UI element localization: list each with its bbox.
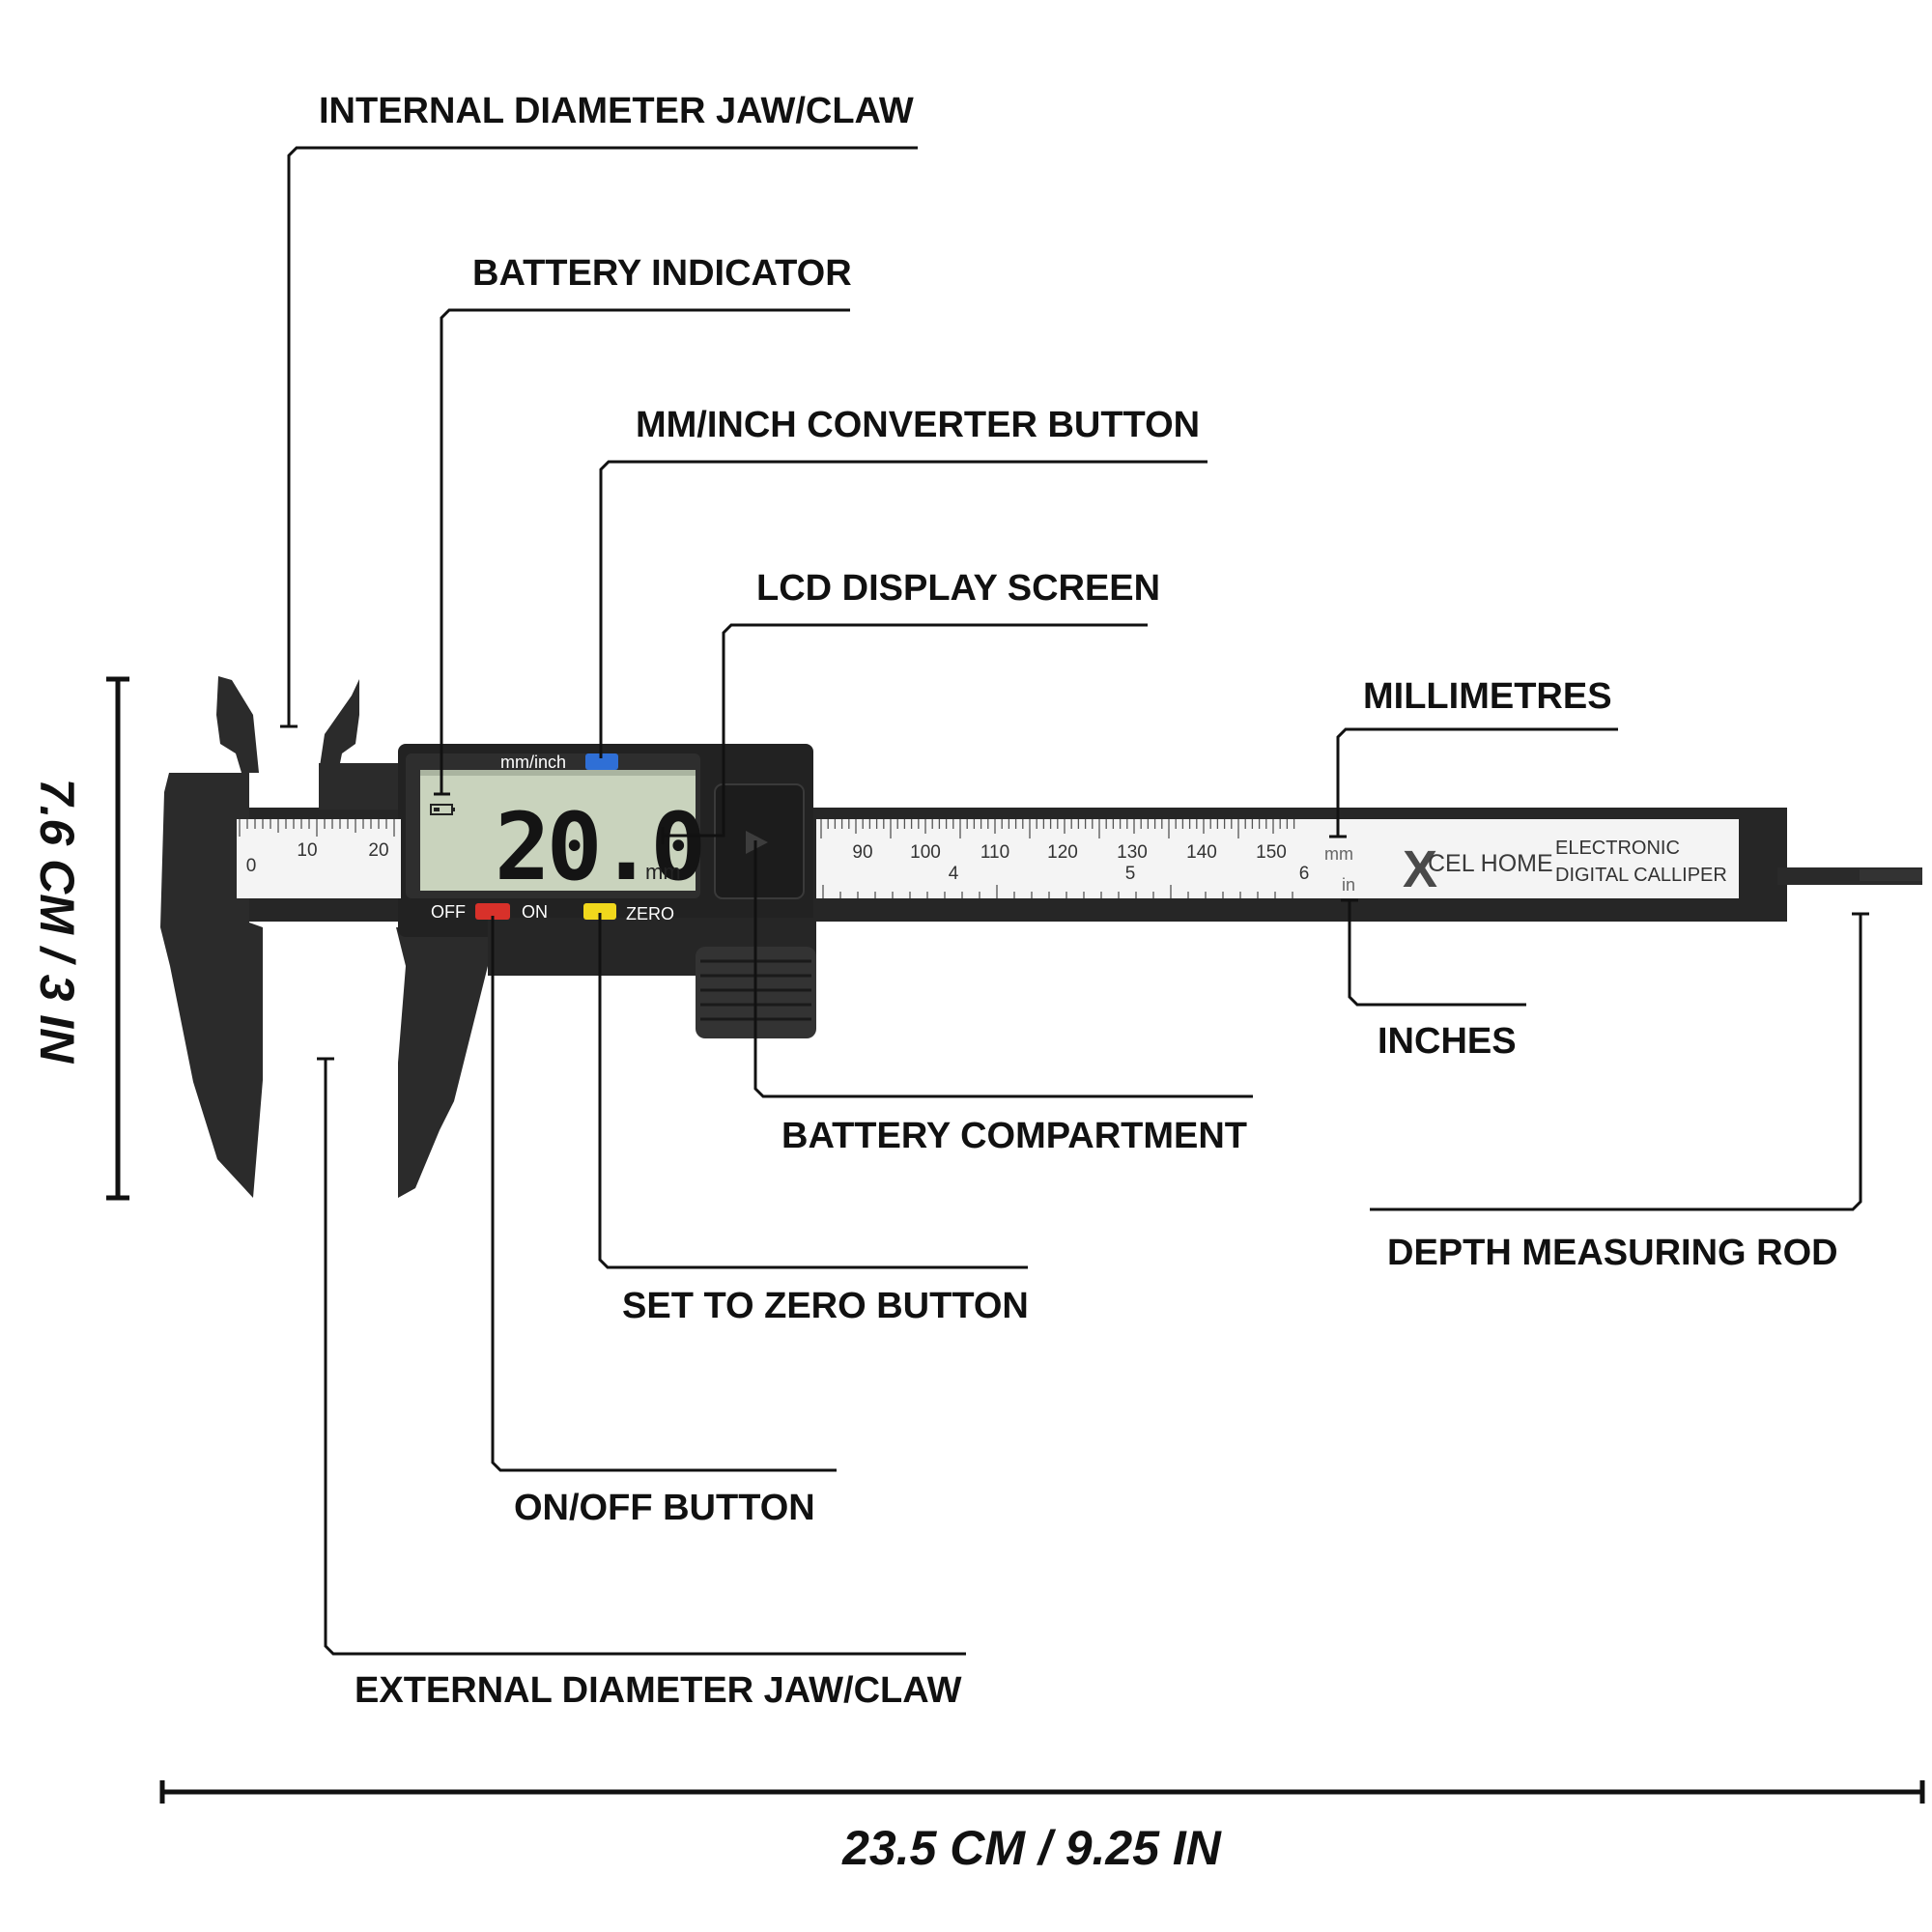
inch-scale-number: 6 [1299, 864, 1310, 884]
left-scale-number: 10 [297, 840, 317, 861]
scale-unit-in: in [1342, 875, 1355, 895]
lcd-display-screen [420, 770, 696, 891]
mm-scale-number: 110 [980, 842, 1009, 863]
label-lcd-screen: LCD DISPLAY SCREEN [756, 568, 1160, 609]
mm-scale-number: 90 [852, 842, 872, 863]
leader-battery-compartment [753, 840, 1253, 1098]
label-depth-rod: DEPTH MEASURING ROD [1387, 1233, 1838, 1273]
brand-name: CEL HOME [1428, 850, 1553, 877]
label-battery-indicator: BATTERY INDICATOR [472, 253, 852, 294]
label-inches: INCHES [1378, 1021, 1517, 1062]
leader-lcd-screen [663, 623, 1148, 838]
depth-rod-tip [1860, 869, 1922, 881]
zero-button[interactable] [583, 903, 616, 920]
leader-battery-indicator [440, 308, 850, 794]
height-dimension [106, 676, 129, 1201]
on-off-button[interactable] [475, 903, 510, 920]
sliding-external-jaw [396, 927, 488, 1198]
left-scale-ticks [239, 819, 395, 837]
sliding-internal-claw [319, 679, 359, 773]
mm-scale-number: 140 [1186, 842, 1217, 863]
label-mm-inch-button: MM/INCH CONVERTER BUTTON [636, 405, 1200, 445]
sliding-jaw-stem [319, 763, 406, 810]
mm-inch-button[interactable] [585, 753, 618, 770]
lcd-reading: 20.0 [495, 793, 702, 901]
lcd-unit: mm [645, 860, 681, 884]
width-dimension [159, 1780, 1925, 1804]
label-zero-button: SET TO ZERO BUTTON [622, 1286, 1029, 1326]
leader-inches [1348, 900, 1526, 1007]
left-scale [237, 819, 401, 898]
leader-depth-rod [1370, 914, 1862, 1211]
inch-scale-ticks [822, 885, 1293, 898]
product-line-2: DIGITAL CALLIPER [1555, 865, 1727, 886]
label-millimetres: MILLIMETRES [1363, 676, 1612, 717]
scale-unit-mm: mm [1324, 844, 1353, 864]
right-scale [816, 819, 1739, 898]
lcd-glass-top [420, 770, 696, 776]
mm-scale-number: 150 [1256, 842, 1287, 863]
zero-label: ZERO [626, 904, 674, 923]
inch-scale-number: 5 [1125, 864, 1136, 884]
mm-scale-number: 120 [1047, 842, 1078, 863]
battery-indicator-icon [430, 804, 455, 815]
left-scale-number: 20 [368, 840, 388, 861]
brand-logo-x: X [1403, 840, 1437, 898]
leader-zero-button [598, 913, 1028, 1269]
fixed-internal-claw [216, 676, 259, 773]
leader-mm-inch-button [599, 460, 1208, 758]
label-onoff-button: ON/OFF BUTTON [514, 1488, 815, 1528]
mm-scale-number: 130 [1117, 842, 1148, 863]
off-label: OFF [431, 902, 466, 922]
leader-internal-jaw [287, 146, 918, 726]
label-battery-compartment: BATTERY COMPARTMENT [781, 1116, 1247, 1156]
leader-millimetres [1336, 727, 1618, 837]
leader-onoff-button [491, 916, 837, 1472]
left-scale-number: 0 [246, 856, 257, 876]
mm-scale-number: 100 [910, 842, 941, 863]
label-external-jaw: EXTERNAL DIAMETER JAW/CLAW [355, 1670, 962, 1711]
label-internal-jaw: INTERNAL DIAMETER JAW/CLAW [319, 91, 914, 131]
on-label: ON [522, 902, 548, 922]
mm-scale-ticks [820, 819, 1295, 838]
width-dimension-label: 23.5 CM / 9.25 IN [841, 1821, 1222, 1875]
inch-scale-number: 4 [949, 864, 959, 884]
mm-inch-label: mm/inch [500, 753, 566, 772]
product-line-1: ELECTRONIC [1555, 838, 1680, 859]
height-dimension-label: 7.6 CM / 3 IN [30, 779, 84, 1064]
leader-lines [280, 146, 1869, 1656]
leader-external-jaw [324, 1059, 966, 1656]
